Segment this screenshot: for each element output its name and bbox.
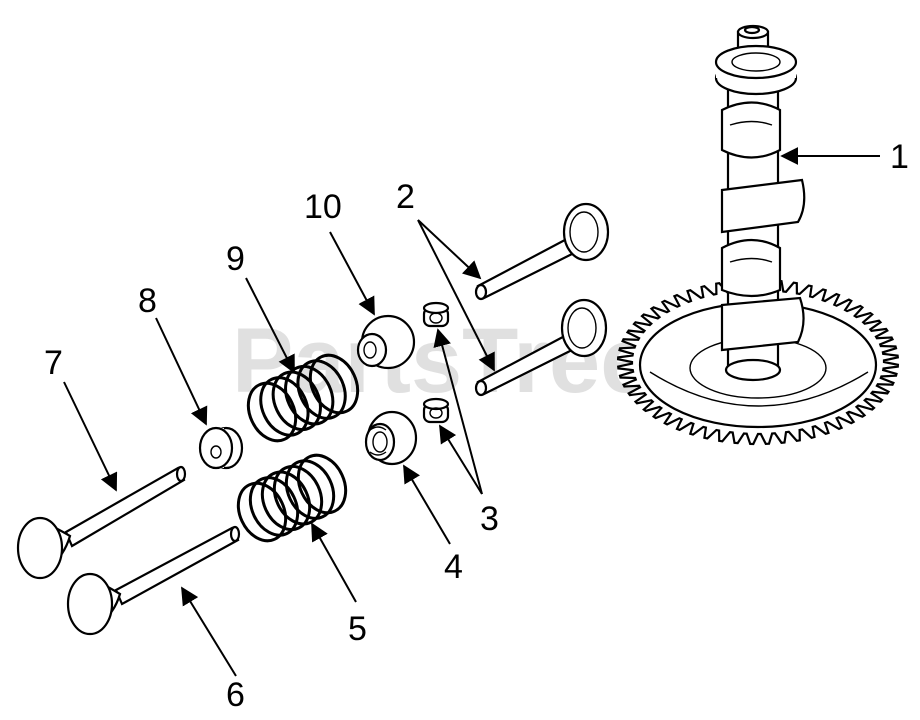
tappet-upper[interactable] bbox=[474, 202, 610, 301]
valve-intake[interactable] bbox=[66, 525, 241, 636]
valve-cap-lower[interactable] bbox=[422, 397, 450, 424]
callout-6: 6 bbox=[226, 676, 245, 714]
valve-cap-upper[interactable] bbox=[422, 301, 450, 328]
spring-coil bbox=[246, 381, 298, 443]
spring-coil bbox=[260, 470, 312, 532]
spring-coil bbox=[259, 376, 310, 437]
camshaft[interactable] bbox=[714, 24, 806, 382]
callout-1: 1 bbox=[890, 138, 909, 176]
spring-coil bbox=[308, 353, 360, 415]
spring-coil bbox=[236, 481, 288, 543]
callout-10: 10 bbox=[304, 188, 342, 226]
valve-seal[interactable] bbox=[198, 426, 244, 470]
callout-2: 2 bbox=[396, 178, 415, 216]
spring-coil bbox=[296, 453, 348, 515]
valve-spring-lower[interactable] bbox=[229, 448, 354, 549]
valve-spring-upper[interactable] bbox=[239, 348, 366, 449]
callout-9: 9 bbox=[226, 240, 245, 278]
spring-coil bbox=[248, 476, 300, 537]
spring-coil bbox=[271, 370, 322, 432]
valve-exhaust[interactable] bbox=[16, 465, 187, 580]
spring-coil bbox=[284, 364, 335, 426]
spring-coil bbox=[296, 359, 347, 420]
callout-5: 5 bbox=[348, 610, 367, 648]
leader-lines bbox=[63, 147, 880, 677]
spring-coil bbox=[284, 459, 336, 520]
callout-7: 7 bbox=[44, 344, 63, 382]
callout-8: 8 bbox=[138, 282, 157, 320]
spring-coil bbox=[272, 464, 324, 526]
callout-3: 3 bbox=[480, 500, 499, 538]
spring-retainer-lower[interactable] bbox=[364, 410, 418, 466]
spring-retainer-upper[interactable] bbox=[356, 314, 416, 370]
callout-4: 4 bbox=[444, 548, 463, 586]
tappet-lower[interactable] bbox=[474, 298, 608, 397]
